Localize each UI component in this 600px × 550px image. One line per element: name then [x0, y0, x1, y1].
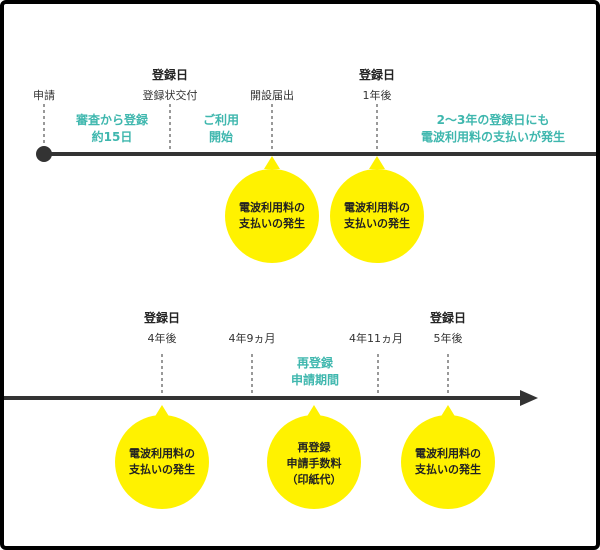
review-period-line-1: 審査から登録	[75, 113, 149, 127]
label-year4: 4年後	[147, 332, 177, 345]
label-certificate: 登録状交付	[142, 89, 198, 102]
label-reg-date: 登録日	[151, 68, 189, 82]
label-one-year-reg: 登録日	[358, 68, 396, 82]
bubble-t2-3-text: 電波利用料の 支払いの発生	[415, 446, 481, 478]
use-start-line-2: 開始	[208, 130, 234, 144]
bubble-t2-2-text: 再登録 申請手数料 （印紙代）	[287, 440, 342, 488]
annual-fee-note-line-1: 2〜3年の登録日にも	[436, 113, 550, 127]
review-period-line-2: 約15日	[91, 130, 133, 144]
label-reg4: 登録日	[143, 311, 181, 325]
label-4y9m: 4年9ヵ月	[228, 332, 276, 345]
bubble-t1-2-line-2: 支払いの発生	[344, 217, 410, 230]
bubble-t1-1-text: 電波利用料の 支払いの発生	[239, 200, 305, 232]
renewal-period-line-2: 申請期間	[290, 373, 340, 387]
label-reg5: 登録日	[429, 311, 467, 325]
bubble-t2-2	[267, 405, 361, 509]
bubble-t2-1-text: 電波利用料の 支払いの発生	[129, 446, 195, 478]
bubble-t2-2-line-2: 申請手数料	[286, 457, 342, 470]
bubble-t2-2-line-3: （印紙代）	[286, 473, 342, 486]
bubble-t2-1	[115, 405, 209, 509]
bubble-t2-3-line-2: 支払いの発生	[415, 463, 481, 476]
annual-fee-note-line-2: 電波利用料の支払いが発生	[420, 130, 566, 144]
bubble-t1-2-line-1: 電波利用料の	[344, 201, 410, 214]
bubble-t2-3	[401, 405, 495, 509]
label-year5: 5年後	[433, 332, 463, 345]
bubble-t1-2	[330, 156, 424, 263]
use-start-line-1: ご利用	[202, 113, 240, 127]
timeline-2-arrowhead	[520, 390, 538, 406]
bubble-t1-2-text: 電波利用料の 支払いの発生	[344, 200, 410, 232]
review-period-label: 審査から登録 約15日	[76, 112, 148, 146]
bubble-t2-2-line-1: 再登録	[297, 441, 331, 454]
label-opening: 開設届出	[250, 89, 294, 102]
bubble-t1-1-line-2: 支払いの発生	[239, 217, 305, 230]
bubble-t1-1	[225, 156, 319, 263]
bubble-t2-1-line-2: 支払いの発生	[129, 463, 195, 476]
use-start-label: ご利用 開始	[203, 112, 239, 146]
label-4y11m: 4年11ヵ月	[349, 332, 403, 345]
bubble-t1-1-line-1: 電波利用料の	[239, 201, 305, 214]
timeline-1-start-dot	[36, 146, 52, 162]
annual-fee-note: 2〜3年の登録日にも 電波利用料の支払いが発生	[421, 112, 565, 146]
timeline-graphics	[4, 104, 596, 509]
label-apply: 申請	[33, 89, 55, 102]
bubble-t2-1-line-1: 電波利用料の	[129, 447, 195, 460]
renewal-period-label: 再登録 申請期間	[291, 355, 339, 389]
renewal-period-line-1: 再登録	[296, 356, 334, 370]
label-one-year: 1年後	[362, 89, 392, 102]
bubble-t2-3-line-1: 電波利用料の	[415, 447, 481, 460]
